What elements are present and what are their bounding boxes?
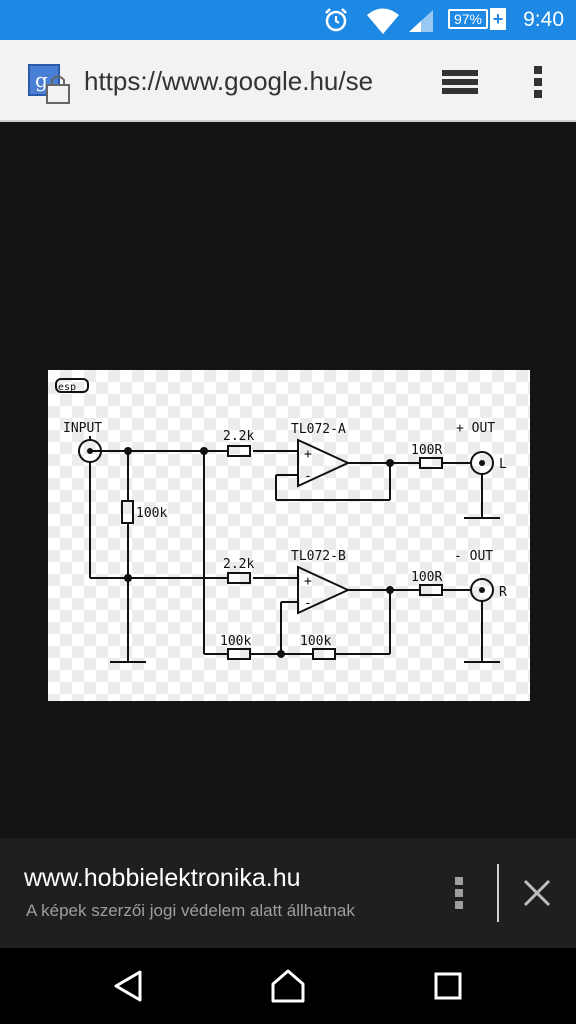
back-button[interactable]: [102, 960, 154, 1012]
r-a-label: 2.2k: [223, 429, 254, 444]
opamp-a-plus: +: [304, 447, 312, 462]
divider: [497, 864, 499, 922]
opamp-a-minus: -: [304, 469, 312, 484]
address-bar: g https://www.google.hu/se: [0, 40, 576, 122]
opamp-b-label: TL072-B: [291, 549, 346, 564]
esp-logo: [55, 378, 89, 393]
battery-level: 97%: [453, 11, 483, 27]
alarm-icon: [325, 8, 347, 32]
home-icon: [271, 969, 305, 1003]
source-site-link[interactable]: www.hobbielektronika.hu: [24, 864, 301, 892]
r-in-label: 100k: [136, 506, 167, 521]
circuit-schematic-image[interactable]: esp INPUT 100k 2.2k 2.2k TL072-A TL072-B…: [48, 370, 530, 701]
more-options-icon[interactable]: [450, 876, 468, 910]
opamp-b: [297, 565, 351, 615]
resistor-2k2-b: [227, 572, 251, 584]
esp-logo-text: esp: [58, 382, 76, 393]
r-out-b-label: 100R: [411, 570, 442, 585]
back-icon: [114, 970, 142, 1002]
opamp-b-minus: -: [304, 596, 312, 611]
navigation-bar: [0, 948, 576, 1024]
recents-button[interactable]: [422, 960, 474, 1012]
recents-icon: [434, 972, 462, 1000]
r-out-a-label: 100R: [411, 443, 442, 458]
clock: 9:40: [523, 8, 564, 31]
resistor-100k-fb1: [227, 648, 251, 660]
resistor-2k2-a: [227, 445, 251, 457]
status-bar: 97% + 9:40: [0, 0, 576, 40]
opamp-b-plus: +: [304, 574, 312, 589]
image-viewer[interactable]: esp INPUT 100k 2.2k 2.2k TL072-A TL072-B…: [0, 122, 576, 838]
opamp-a: [297, 438, 351, 488]
opamp-a-label: TL072-A: [291, 422, 346, 437]
battery-icon: 97%: [448, 9, 488, 29]
resistor-100r-b: [419, 584, 443, 596]
r-label: R: [499, 585, 507, 600]
url-field[interactable]: https://www.google.hu/se: [84, 66, 374, 96]
google-search-icon[interactable]: g: [27, 63, 73, 107]
r-fb2-label: 100k: [300, 634, 331, 649]
wifi-icon: [367, 8, 399, 34]
r-fb1-label: 100k: [220, 634, 251, 649]
l-label: L: [499, 457, 507, 472]
source-bar[interactable]: www.hobbielektronika.hu A képek szerzői …: [0, 838, 576, 948]
charging-icon: +: [490, 8, 506, 30]
signal-icon: [409, 10, 433, 32]
home-button[interactable]: [262, 960, 314, 1012]
copyright-note: A képek szerzői jogi védelem alatt állha…: [26, 901, 355, 920]
r-b-label: 2.2k: [223, 557, 254, 572]
out-neg-label: - OUT: [454, 549, 493, 564]
resistor-100r-a: [419, 457, 443, 469]
svg-text:g: g: [35, 68, 48, 92]
resistor-100k-in: [121, 500, 134, 524]
tabs-icon[interactable]: [438, 66, 482, 98]
overflow-menu-icon[interactable]: [528, 64, 548, 100]
resistor-100k-fb2: [312, 648, 336, 660]
close-icon[interactable]: [522, 878, 552, 908]
input-label: INPUT: [63, 421, 102, 436]
out-pos-label: + OUT: [456, 421, 495, 436]
